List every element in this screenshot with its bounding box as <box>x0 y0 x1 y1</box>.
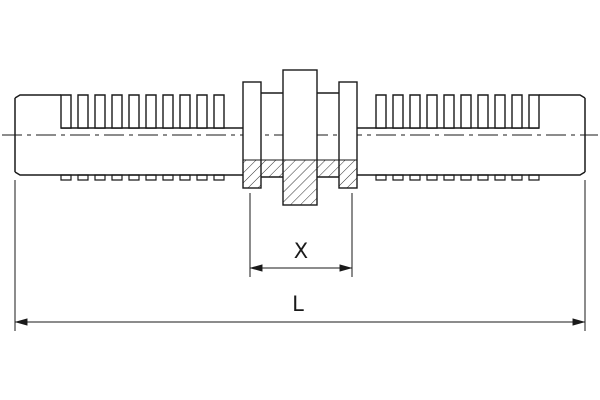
barb-ribs-top-right <box>375 94 540 129</box>
dimension-x-label: X <box>294 239 308 263</box>
section-hatch <box>242 159 358 206</box>
x-extension-lines <box>249 193 353 277</box>
collar-body-lines <box>261 92 339 178</box>
fitting-body <box>14 69 586 206</box>
barb-ribs-top-left <box>60 94 225 129</box>
center-collar <box>242 69 358 206</box>
l-extension-lines <box>14 180 586 331</box>
dimension-x: X <box>249 193 353 277</box>
dimension-l-label: L <box>292 292 304 316</box>
serrations-bottom-right <box>375 174 540 181</box>
serrations-bottom-left <box>60 174 225 181</box>
dimension-l: L <box>14 180 586 331</box>
